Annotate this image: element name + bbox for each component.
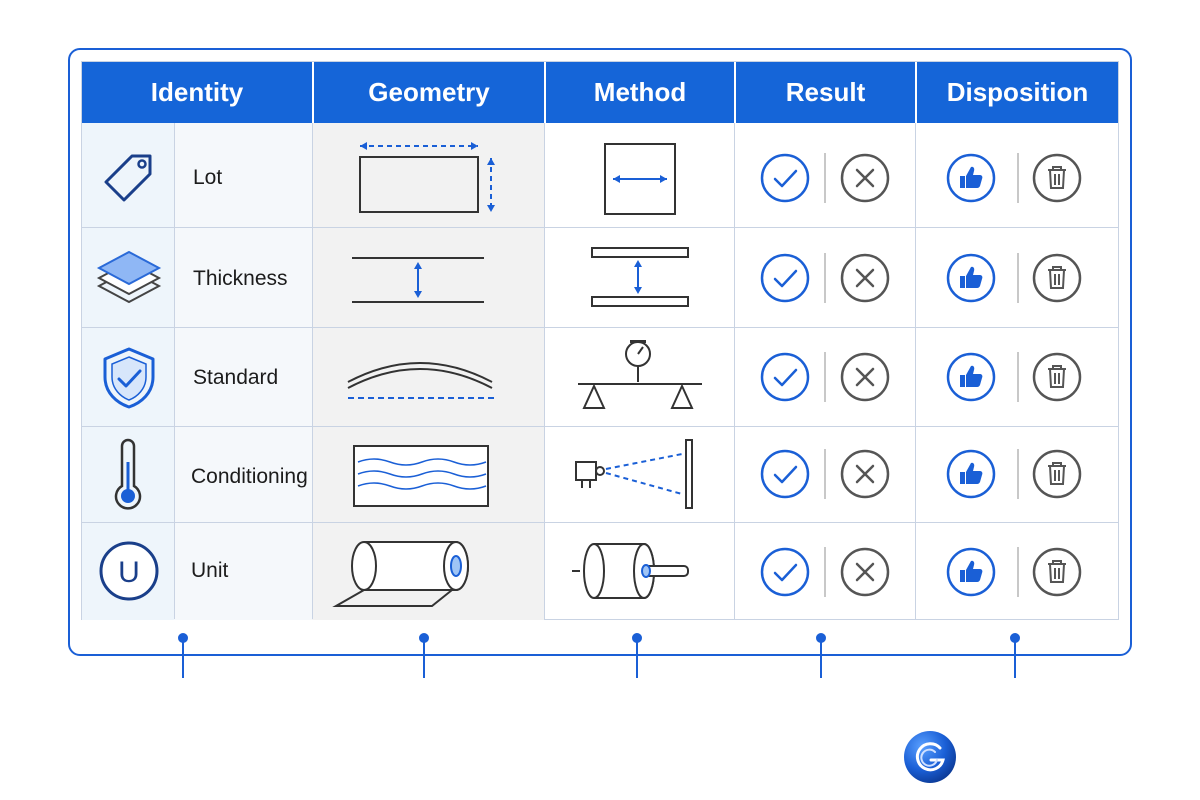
- layers-icon: [96, 250, 162, 304]
- x-circle-icon[interactable]: [840, 449, 890, 499]
- header-method: Method: [544, 62, 734, 123]
- row-separator: [82, 426, 1118, 427]
- check-circle-icon[interactable]: [760, 547, 810, 597]
- row-separator: [82, 327, 1118, 328]
- row-label-unit: Unit: [191, 559, 229, 582]
- inspection-table: Identity Geometry Method Result Disposit…: [81, 61, 1119, 620]
- brand-logo-icon: [904, 731, 956, 783]
- result-divider: [824, 352, 826, 402]
- check-circle-icon[interactable]: [760, 153, 810, 203]
- check-circle-icon[interactable]: [760, 352, 810, 402]
- header-identity: Identity: [82, 62, 312, 123]
- connector-line: [636, 640, 638, 678]
- x-circle-icon[interactable]: [840, 253, 890, 303]
- connector-dot: [632, 633, 642, 643]
- disposition-divider: [1017, 449, 1019, 499]
- thumbs-up-icon[interactable]: [946, 253, 996, 303]
- shield-check-icon: [103, 347, 155, 409]
- connector-line: [182, 640, 184, 678]
- column-divider: [915, 123, 916, 619]
- rectangle-dimension-icon: [359, 142, 495, 213]
- row-label-thickness: Thickness: [193, 267, 288, 290]
- result-divider: [824, 153, 826, 203]
- check-circle-icon[interactable]: [760, 253, 810, 303]
- connector-dot: [178, 633, 188, 643]
- trash-icon[interactable]: [1032, 352, 1082, 402]
- unit-circle-icon: U: [99, 541, 159, 601]
- disposition-divider: [1017, 547, 1019, 597]
- result-divider: [824, 449, 826, 499]
- bow-curve-icon: [347, 362, 494, 399]
- check-circle-icon[interactable]: [760, 449, 810, 499]
- plate-gap-icon: [591, 247, 689, 307]
- column-divider: [734, 123, 735, 619]
- connector-dot: [816, 633, 826, 643]
- connector-line: [820, 640, 822, 678]
- thickness-gap-icon: [352, 257, 484, 303]
- trash-icon[interactable]: [1032, 547, 1082, 597]
- tag-icon: [104, 154, 152, 202]
- header-geometry: Geometry: [312, 62, 544, 123]
- connector-dot: [1010, 633, 1020, 643]
- trash-icon[interactable]: [1032, 449, 1082, 499]
- connector-line: [423, 640, 425, 678]
- trash-icon[interactable]: [1032, 153, 1082, 203]
- thumbs-up-icon[interactable]: [946, 547, 996, 597]
- result-divider: [824, 547, 826, 597]
- x-circle-icon[interactable]: [840, 547, 890, 597]
- width-measure-icon: [604, 143, 676, 215]
- roller-icon: [572, 543, 689, 599]
- wavy-surface-icon: [353, 445, 489, 507]
- column-divider: [544, 123, 545, 619]
- connector-line: [1014, 640, 1016, 678]
- header-disposition: Disposition: [915, 62, 1118, 123]
- x-circle-icon[interactable]: [840, 153, 890, 203]
- disposition-divider: [1017, 153, 1019, 203]
- unit-letter: U: [118, 556, 140, 589]
- thumbs-up-icon[interactable]: [946, 449, 996, 499]
- thumbs-up-icon[interactable]: [946, 153, 996, 203]
- row-label-standard: Standard: [193, 366, 279, 389]
- disposition-divider: [1017, 253, 1019, 303]
- header-result: Result: [734, 62, 915, 123]
- thermometer-icon: [114, 438, 142, 510]
- row-separator: [82, 227, 1118, 228]
- trash-icon[interactable]: [1032, 253, 1082, 303]
- row-label-conditioning: Conditioning: [191, 465, 308, 488]
- row-label-lot: Lot: [193, 166, 223, 189]
- disposition-divider: [1017, 352, 1019, 402]
- roll-icon: [332, 541, 469, 607]
- result-divider: [824, 253, 826, 303]
- thumbs-up-icon[interactable]: [946, 352, 996, 402]
- gauge-balance-icon: [578, 340, 702, 409]
- geometry-column: [312, 123, 544, 620]
- column-divider: [174, 123, 175, 619]
- identity-label-column: [174, 123, 312, 620]
- column-divider: [312, 123, 313, 619]
- row-separator: [82, 522, 1118, 523]
- x-circle-icon[interactable]: [840, 352, 890, 402]
- projector-screen-icon: [575, 439, 693, 509]
- connector-dot: [419, 633, 429, 643]
